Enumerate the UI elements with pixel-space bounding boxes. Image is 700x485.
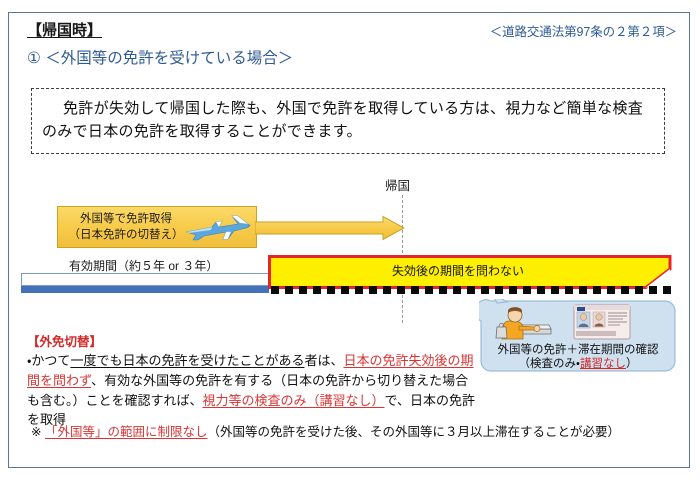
- body-block: 【外免切替】 ・かつて一度でも日本の免許を受けたことがある者は、日本の免許失効後…: [27, 331, 477, 430]
- body-seg-1: かつて: [31, 353, 71, 368]
- expired-period-timeline: [271, 286, 671, 294]
- drivers-license-card-icon: [573, 304, 631, 340]
- no-time-limit-banner: [268, 255, 672, 289]
- validity-period-bar-underline: [21, 286, 269, 293]
- eye-test-icon: [495, 307, 552, 340]
- footnote-rest: （外国等の免許を受けた後、その外国等に３月以上滞在することが必要）: [207, 425, 620, 439]
- abroad-license-label: 外国等で免許取得 （日本免許の切替え）: [66, 212, 186, 243]
- footnote-emphasis: 「外国等」の範囲に制限なし: [44, 425, 208, 439]
- slide-frame: 【帰国時】 ＜道路交通法第97条の２第２項＞ ① ＜外国等の免許を受けている場合…: [8, 12, 690, 468]
- abroad-license-box: 外国等で免許取得 （日本免許の切替え）: [57, 206, 257, 248]
- footnote: ※ 「外国等」の範囲に制限なし（外国等の免許を受けた後、その外国等に３月以上滞在…: [31, 421, 671, 440]
- verification-callout-line1: 外国等の免許＋滞在期間の確認: [497, 344, 659, 356]
- callout-line2-suffix: ）: [625, 358, 638, 370]
- verification-callout-line2: （検査のみ・講習なし）: [479, 355, 677, 371]
- body-seg-3: 者は、: [304, 353, 344, 368]
- abroad-license-label-line1: 外国等で免許取得: [80, 213, 172, 225]
- body-seg-5: 、有効な外国等の免許を有する（日本の免許から切り替えた場合も含む。）ことを確認す…: [27, 372, 469, 408]
- legal-reference: ＜道路交通法第97条の２第２項＞: [489, 25, 677, 39]
- abroad-license-label-line2: （日本免許の切替え）: [68, 228, 184, 241]
- body-block-title: 【外免切替】: [27, 335, 103, 349]
- summary-box: 免許が失効して帰国した際も、外国で免許を取得している方は、視力など簡単な検査のみ…: [31, 88, 665, 154]
- page-title: 【帰国時】: [27, 22, 103, 39]
- body-seg-2-underline: 一度でも日本の免許を受けたことがある: [70, 353, 305, 368]
- body-bullet-paragraph: ・かつて一度でも日本の免許を受けたことがある者は、日本の免許失効後の期間を問わず…: [27, 351, 477, 430]
- body-seg-6-emphasis: 視力等の検査のみ（講習なし）: [202, 392, 385, 408]
- body-seg-4-emphasis: 日本の免許失効後の期間を問わず: [27, 353, 474, 388]
- header: 【帰国時】 ＜道路交通法第97条の２第２項＞: [9, 19, 689, 45]
- airplane-icon: [185, 215, 251, 241]
- summary-text: 免許が失効して帰国した際も、外国で免許を取得している方は、視力など簡単な検査のみ…: [42, 100, 644, 141]
- section-subheading: ① ＜外国等の免許を受けている場合＞: [27, 50, 294, 67]
- validity-period-bar: [21, 273, 269, 286]
- verification-callout: 外国等の免許＋滞在期間の確認 （検査のみ・講習なし）: [479, 299, 677, 373]
- body-seg-7: で、日本の免許を取得: [27, 392, 476, 428]
- bullet-marker: ・: [27, 353, 32, 368]
- return-home-label: 帰国: [385, 179, 411, 193]
- footnote-marker: ※: [31, 425, 42, 439]
- callout-line2-prefix: （検査のみ・: [518, 358, 580, 370]
- validity-period-label: 有効期間（約５年 or ３年）: [69, 259, 219, 273]
- callout-line2-emphasis: 講習なし: [579, 358, 626, 370]
- right-arrow-icon: [255, 216, 405, 240]
